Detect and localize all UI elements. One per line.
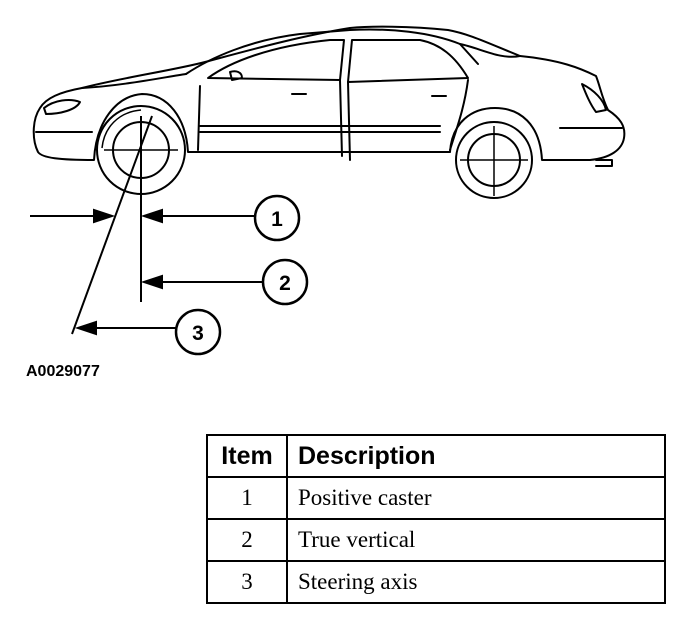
legend-item-description: Positive caster — [286, 476, 666, 520]
callout-3: 3 — [174, 308, 222, 356]
arrow-head-1 — [140, 208, 163, 224]
table-row: 1 Positive caster — [206, 476, 666, 520]
car-outline — [32, 25, 626, 167]
legend-item-number: 3 — [206, 560, 288, 604]
table-row: 3 Steering axis — [206, 560, 666, 604]
arrow-head-3 — [74, 320, 97, 336]
callout-1-number: 1 — [271, 208, 283, 231]
arrow-head-left — [93, 208, 116, 224]
legend-item-number: 2 — [206, 518, 288, 562]
figure-id: A0029077 — [26, 363, 100, 380]
steering-axis-line — [71, 115, 153, 335]
legend-item-description: Steering axis — [286, 560, 666, 604]
rear-wheel — [455, 121, 533, 199]
callout-2: 2 — [261, 258, 309, 306]
caster-diagram: 1 2 3 A0029077 — [26, 25, 626, 380]
legend-item-number: 1 — [206, 476, 288, 520]
legend-item-description: True vertical — [286, 518, 666, 562]
legend-header-row: Item Description — [206, 434, 666, 478]
arrows — [30, 208, 262, 336]
callout-1: 1 — [253, 194, 301, 242]
table-row: 2 True vertical — [206, 518, 666, 562]
legend-table: Item Description 1 Positive caster 2 Tru… — [206, 434, 666, 604]
callout-2-number: 2 — [279, 272, 291, 295]
arrow-head-2 — [140, 274, 163, 290]
callout-3-number: 3 — [192, 322, 204, 345]
legend-header-item: Item — [206, 434, 288, 478]
legend-header-description: Description — [286, 434, 666, 478]
reference-lines — [71, 115, 178, 335]
